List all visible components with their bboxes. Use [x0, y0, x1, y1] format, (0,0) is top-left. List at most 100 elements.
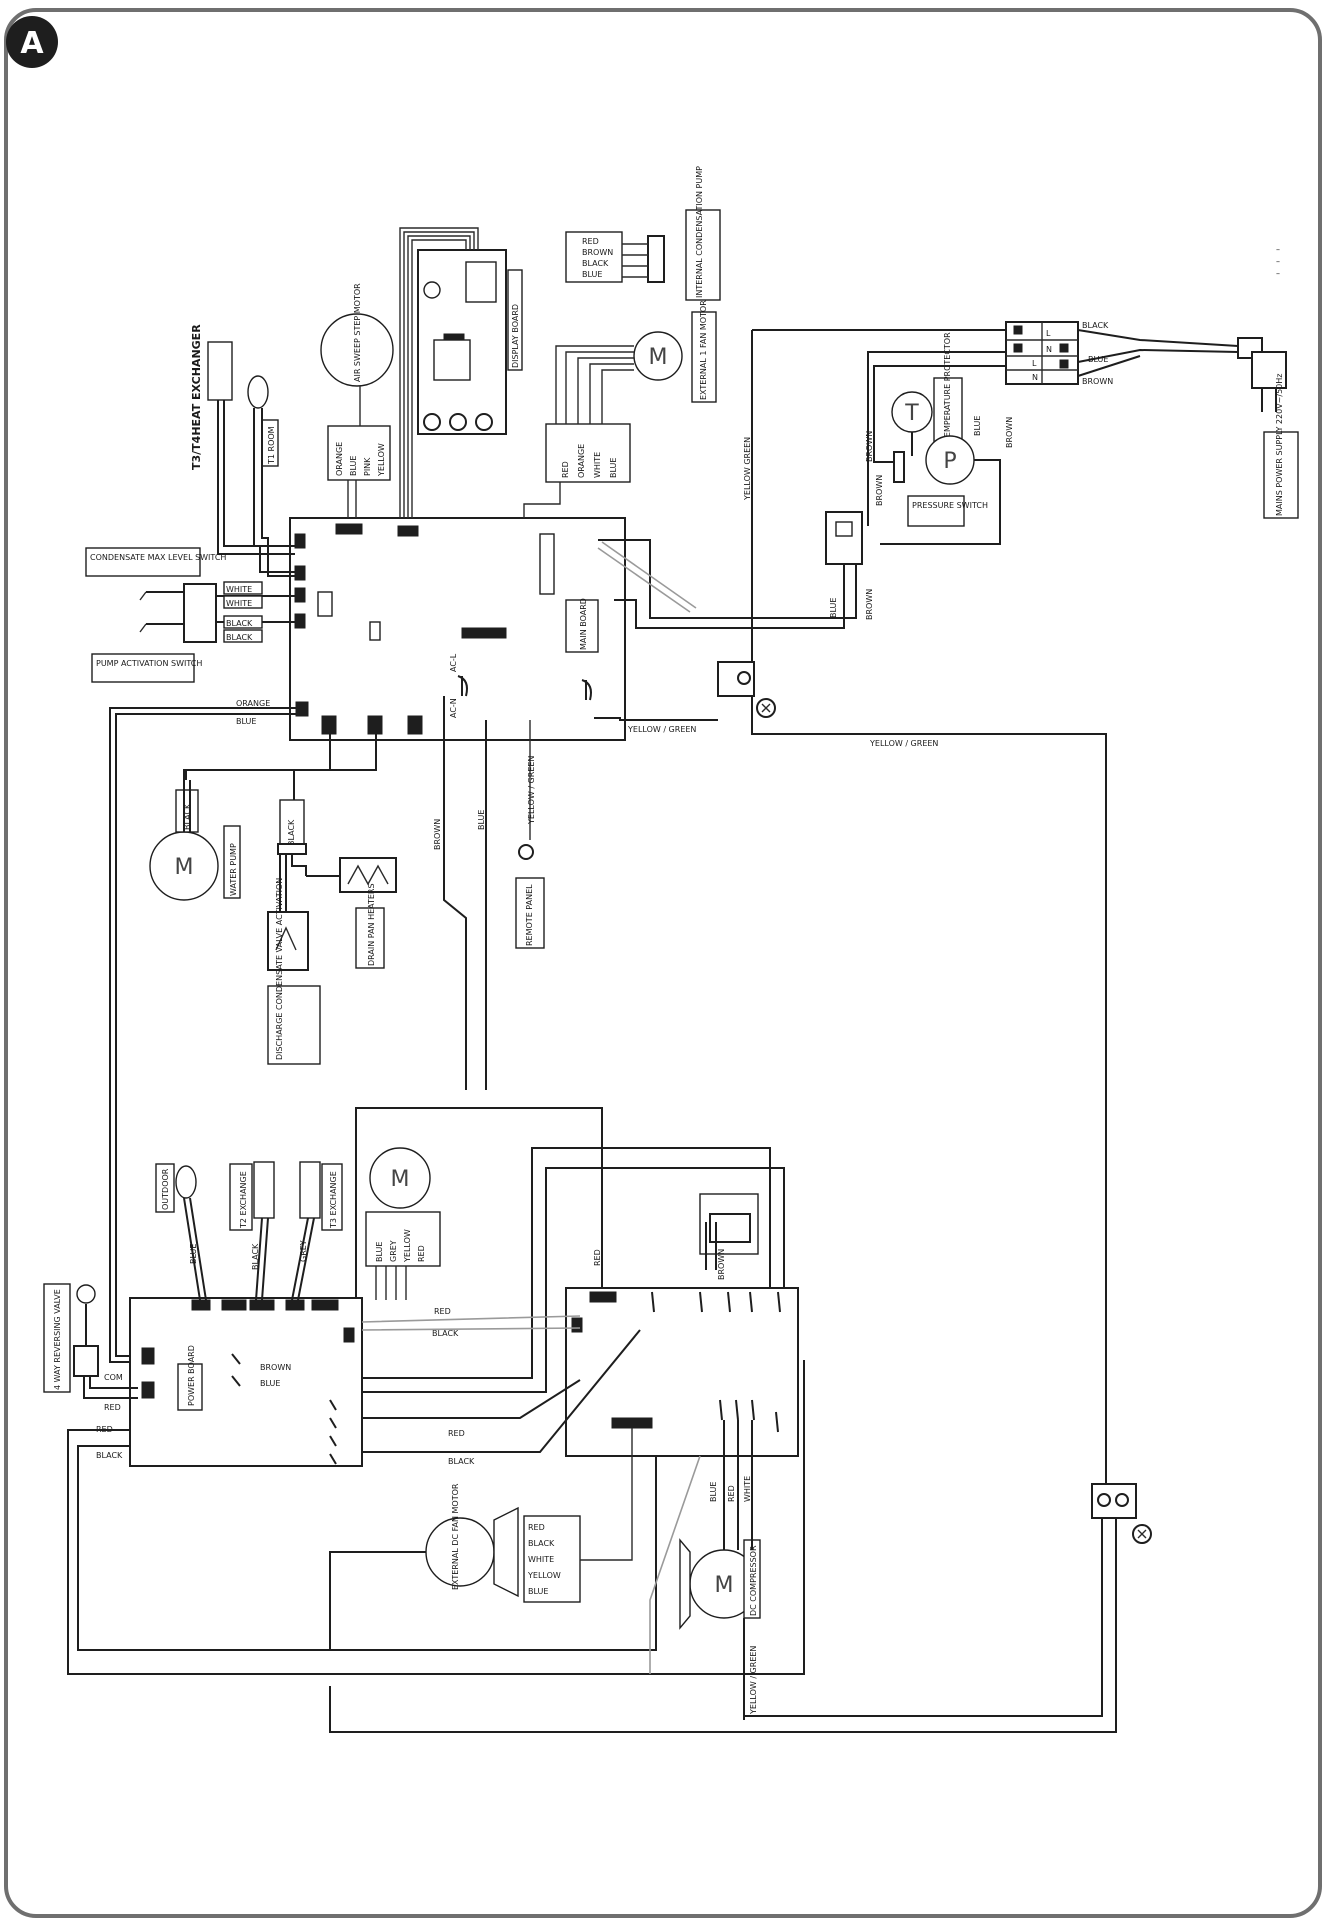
step-pin-2: BLUE	[349, 456, 358, 476]
cb-link-lines	[361, 1315, 581, 1331]
red-label-5: RED	[448, 1429, 465, 1438]
red-label-3: RED	[593, 1249, 602, 1266]
brown-label-7: BROWN	[260, 1363, 291, 1372]
outdoor-sensor	[175, 1165, 197, 1199]
ext-fan-to-board	[523, 482, 561, 518]
white-label-2: WHITE	[226, 599, 252, 608]
display-digits	[433, 339, 471, 381]
cb-cn-2	[571, 1317, 583, 1333]
blue-label-5: BLUE	[189, 1244, 198, 1264]
yg-label-comp: YELLOW / GREEN	[749, 1646, 758, 1715]
drain-heater-label: DRAIN PAN HEATERS	[367, 883, 376, 966]
step-pins	[327, 425, 391, 481]
blue-label-3: BLUE	[973, 416, 982, 436]
protector-wires	[867, 351, 1006, 545]
compressor-board	[565, 1287, 799, 1457]
dc-fan-pin-labels: RED BLACK WHITE YELLOW BLUE	[527, 1523, 561, 1596]
step-pin-labels: ORANGE BLUE PINK YELLOW	[335, 442, 386, 477]
figure-badge: A	[6, 16, 58, 68]
pressure-label-box	[907, 495, 965, 527]
pressure-symbol: P	[943, 449, 956, 474]
t2-label-box	[229, 1163, 253, 1231]
blue-label-2: BLUE	[477, 810, 486, 830]
cond-pump-pin-labels: RED BROWN BLACK BLUE	[582, 237, 613, 279]
ext-fan-wires	[555, 345, 634, 424]
black-label-2: BLACK	[226, 633, 253, 642]
df-pin-5: BLUE	[528, 1587, 548, 1596]
main-board-label-group: MAIN BOARD	[565, 598, 599, 653]
relay-contact	[835, 521, 853, 537]
outdoor-power-loops	[67, 1360, 805, 1675]
cn-center	[461, 627, 507, 639]
discharge-label-box	[267, 985, 321, 1065]
cond-max-label: CONDENSATE MAX LEVEL SWITCH	[90, 553, 226, 562]
water-pump-label: WATER PUMP	[229, 843, 238, 896]
dc-fan-to-board	[580, 1428, 633, 1561]
water-pump-label-box	[223, 825, 241, 899]
black-tag-2	[223, 629, 263, 643]
ob-cn-2	[221, 1299, 247, 1311]
cond-pump-pins	[565, 231, 623, 283]
remote-label: REMOTE PANEL	[525, 884, 534, 946]
cw-1: BLUE	[709, 1482, 718, 1502]
yg-label-remote: YELLOW / GREEN	[527, 756, 536, 825]
pump-act-box	[91, 653, 195, 683]
outdoor-label-box	[155, 1163, 175, 1213]
dc-fan-motor	[425, 1517, 495, 1587]
outdoor-motor-pins	[365, 1211, 441, 1267]
black-label-3: BLACK	[183, 803, 192, 830]
dc-compressor-symbol: M	[715, 1573, 734, 1598]
cond-pump-pin-3: BLACK	[582, 259, 609, 268]
temp-symbol: T	[904, 401, 919, 426]
outdoor-motor-wires	[375, 1266, 407, 1300]
way-valve-coil-top	[76, 1284, 96, 1304]
black-label-7: BLACK	[432, 1329, 459, 1338]
cond-max-box	[85, 547, 201, 577]
cb-terminals	[651, 1291, 781, 1433]
cn-step	[335, 523, 363, 535]
cn-troom	[294, 565, 306, 581]
cw-2: RED	[727, 1485, 736, 1502]
ext-fan-motor	[633, 331, 683, 381]
brown-label-5: BROWN	[865, 589, 874, 620]
red-label-4: RED	[434, 1307, 451, 1316]
power-board-label-box	[177, 1363, 203, 1411]
page-frame	[4, 8, 1322, 1918]
ac-l-label: AC-L	[449, 653, 458, 672]
terminal-3: L	[1032, 359, 1037, 368]
ext-fan-pin-1: RED	[561, 461, 570, 478]
air-sweep-motor	[320, 313, 394, 387]
earth-symbol-lower-mark	[1137, 1529, 1147, 1539]
cond-pump-label: INTERNAL CONDENSATION PUMP	[695, 166, 704, 298]
t3t4-wires	[217, 400, 295, 555]
heater-wires	[291, 854, 340, 877]
ext-fan-symbol: M	[649, 345, 668, 370]
t2-label: T2 EXCHANGE	[239, 1171, 248, 1229]
troom-label: T1 ROOM	[267, 426, 276, 465]
blue-label-mains: BLUE	[1088, 355, 1108, 364]
step-pin-3: PINK	[363, 457, 372, 476]
red-label-1: RED	[104, 1403, 121, 1412]
cn-c2	[369, 621, 381, 641]
sensor-wires	[183, 1197, 315, 1301]
tick-mark-3: –	[1276, 269, 1280, 278]
relay-block	[825, 511, 863, 565]
brown-blue-cable	[443, 696, 487, 1090]
badge-circle	[6, 16, 58, 68]
t3t4-label: T3/T4HEAT EXCHANGER	[190, 324, 203, 470]
yellow-green-wires	[594, 330, 1107, 1484]
cond-pump-pin-4: BLUE	[582, 270, 602, 279]
com-label: COM	[104, 1373, 123, 1382]
terminal-1: L	[1046, 329, 1051, 338]
compressor-wires	[723, 1420, 753, 1550]
pressure-clip	[893, 451, 905, 483]
blue-label-4: BLUE	[829, 598, 838, 618]
troom-sensor	[247, 375, 269, 409]
dc-fan-label: EXTERNAL DC FAN MOTOR	[451, 1483, 460, 1590]
ext-fan-label: EXTERNAL 1 FAN MOTOR	[699, 300, 708, 400]
df-pin-1: RED	[528, 1523, 545, 1532]
ext-fan-pin-labels: RED ORANGE WHITE BLUE	[561, 444, 618, 478]
grey-label: GREY	[299, 1240, 308, 1262]
step-pin-1: ORANGE	[335, 442, 344, 476]
